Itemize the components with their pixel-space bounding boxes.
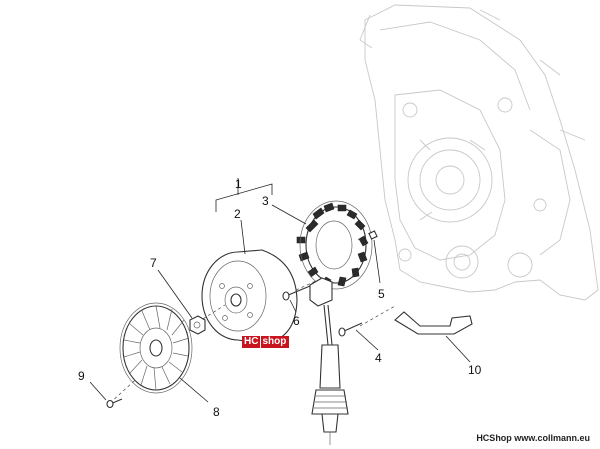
- callout-4: 4: [375, 351, 382, 365]
- flywheel-rotor: [201, 249, 298, 345]
- cooling-fan: [119, 302, 193, 394]
- callout-9: 9: [78, 369, 85, 383]
- screw-4: [338, 322, 363, 337]
- bracket-10: [394, 311, 473, 335]
- callout-7: 7: [150, 256, 157, 270]
- callouts: 1 2 3 4 5 6 7 8 9 10: [78, 177, 482, 419]
- footer-credit: HCShop www.collmann.eu: [476, 433, 590, 443]
- watermark-hc: HC: [242, 336, 261, 348]
- stator: [296, 200, 373, 290]
- callout-8: 8: [213, 405, 220, 419]
- callout-1: 1: [235, 177, 242, 191]
- pin-5: [368, 230, 378, 240]
- group-bracket: [215, 178, 273, 212]
- callout-10: 10: [468, 363, 482, 377]
- nut-7: [189, 315, 206, 335]
- hcshop-watermark-logo: HC shop: [242, 336, 290, 348]
- callout-3: 3: [262, 194, 269, 208]
- screw-6: [282, 285, 311, 301]
- watermark-shop: shop: [260, 336, 290, 348]
- screw-9: [106, 398, 123, 409]
- engine-crankcase: [359, 4, 599, 301]
- leader-lines: [89, 204, 471, 403]
- callout-5: 5: [378, 287, 385, 301]
- pickup-coil-cable: [309, 277, 349, 445]
- callout-2: 2: [234, 207, 241, 221]
- callout-6: 6: [293, 314, 300, 328]
